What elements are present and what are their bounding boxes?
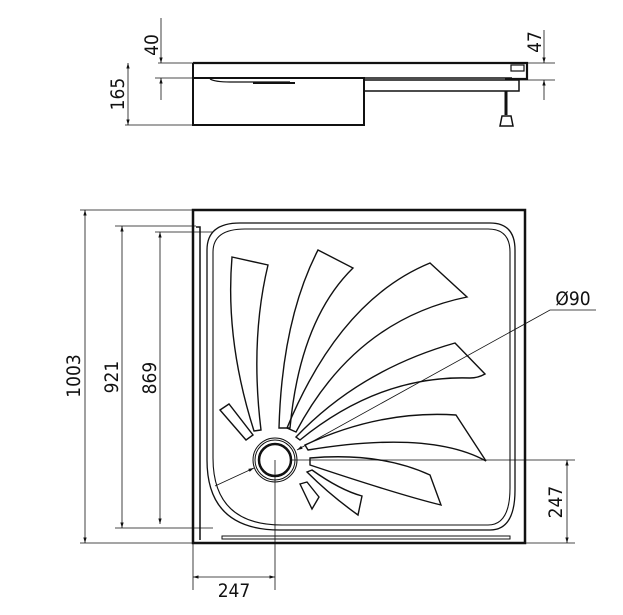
fan-pattern bbox=[218, 249, 487, 517]
side-view bbox=[125, 18, 555, 127]
dim-869-label: 869 bbox=[139, 362, 161, 395]
dim-drain-x-label: 247 bbox=[218, 580, 251, 602]
dim-drain-diameter-label: Ø90 bbox=[555, 288, 590, 310]
dim-40-label: 40 bbox=[141, 34, 163, 56]
dim-921-label: 921 bbox=[101, 361, 123, 394]
plan-view bbox=[80, 208, 596, 590]
dim-165-label: 165 bbox=[107, 78, 129, 111]
dim-1003-label: 1003 bbox=[63, 354, 85, 398]
dim-47-label: 47 bbox=[524, 31, 546, 53]
dim-drain-y-label: 247 bbox=[545, 486, 567, 519]
